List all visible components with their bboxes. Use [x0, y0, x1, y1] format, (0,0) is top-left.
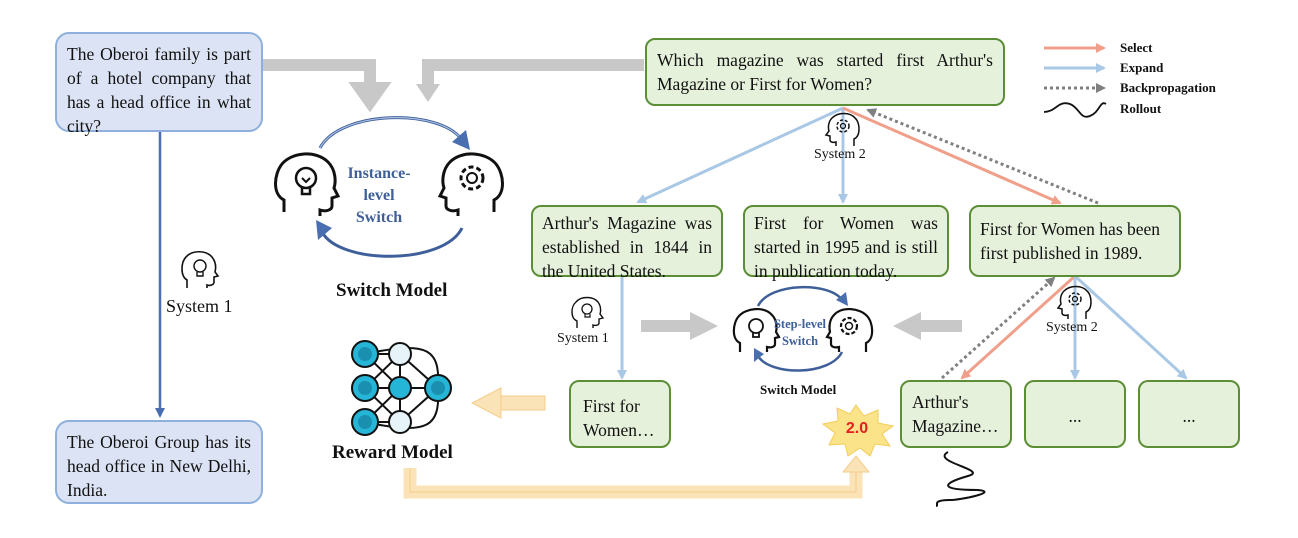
switch-model-caption: Switch Model: [336, 280, 448, 301]
legend-rollout-label: Rollout: [1120, 101, 1162, 116]
backprop-edge-arthur-n3: [941, 276, 1056, 380]
reward-star: [821, 404, 895, 457]
legend-backprop-label: Backpropagation: [1120, 80, 1216, 95]
leaf-dots-2: ...: [1138, 380, 1240, 448]
reward-output-arrow: [403, 455, 871, 499]
backprop-edge-n3-root: [866, 108, 1099, 205]
bulb-head-icon: [274, 152, 341, 216]
legend-rollout-squiggle: [1043, 102, 1107, 118]
instance-switch-line2: Switch: [355, 209, 403, 226]
tree-node-3: First for Women has been first published…: [969, 205, 1181, 277]
leaf-arthur: Arthur's Magazine…: [900, 380, 1012, 448]
left-question-box: The Oberoi family is part of a hotel com…: [55, 32, 263, 136]
input-arrow-left: [262, 59, 392, 113]
instance-switch-line1: Instance-level: [347, 165, 411, 204]
tree-node-2: First for Women was started in 1995 and …: [743, 205, 949, 281]
input-arrow-right: [416, 59, 644, 102]
tree-node-1: Arthur's Magazine was established in 184…: [531, 205, 723, 281]
left-answer-box: The Oberoi Group has its head office in …: [55, 420, 263, 504]
step-input-arrow-right: [893, 312, 962, 340]
system1-bulb-icon-step: [571, 296, 605, 328]
step-input-arrow-left: [641, 312, 718, 340]
reward-value: 2.0: [845, 420, 869, 437]
legend-expand-label: Expand: [1120, 60, 1164, 75]
instance-switch-cycle: [316, 116, 470, 258]
step-switch-cycle: [754, 285, 848, 372]
system2-label-top: System 2: [814, 147, 866, 162]
instance-switch-label: Instance-level Switch: [334, 163, 424, 229]
step-bulb-head-icon: [732, 308, 781, 352]
reward-model-caption: Reward Model: [332, 442, 453, 463]
expand-edge-root-n1: [636, 106, 844, 204]
system1-label: System 1: [166, 296, 233, 316]
expand-edge-n3-leaf3: [1073, 274, 1188, 380]
gear-head-icon: [437, 152, 504, 216]
select-edge-root-n3: [842, 106, 1062, 205]
system1-label-step: System 1: [557, 331, 609, 346]
step-gear-head-icon: [825, 308, 874, 352]
step-switch-caption: Switch Model: [760, 382, 837, 397]
tree-question-box: Which magazine was started first Arthur'…: [645, 38, 1005, 106]
step-switch-line2: Switch: [781, 334, 819, 348]
reward-input-arrow: [470, 387, 546, 419]
system2-label-bottom: System 2: [1046, 320, 1098, 335]
leaf-first-for-women: First for Women…: [569, 380, 671, 448]
leaf-dots-1: ...: [1024, 380, 1126, 448]
system2-gear-icon-top: [824, 112, 860, 146]
step-switch-line1: Step-level: [773, 317, 827, 331]
rollout-squiggle: [935, 451, 986, 507]
system1-bulb-icon: [181, 250, 220, 288]
reward-network-icon: [351, 340, 452, 436]
select-edge-n3-arthur: [960, 274, 1077, 380]
step-switch-label: Step-level Switch: [760, 316, 840, 350]
legend-select-label: Select: [1120, 40, 1153, 55]
system2-gear-icon-bottom: [1056, 285, 1092, 319]
